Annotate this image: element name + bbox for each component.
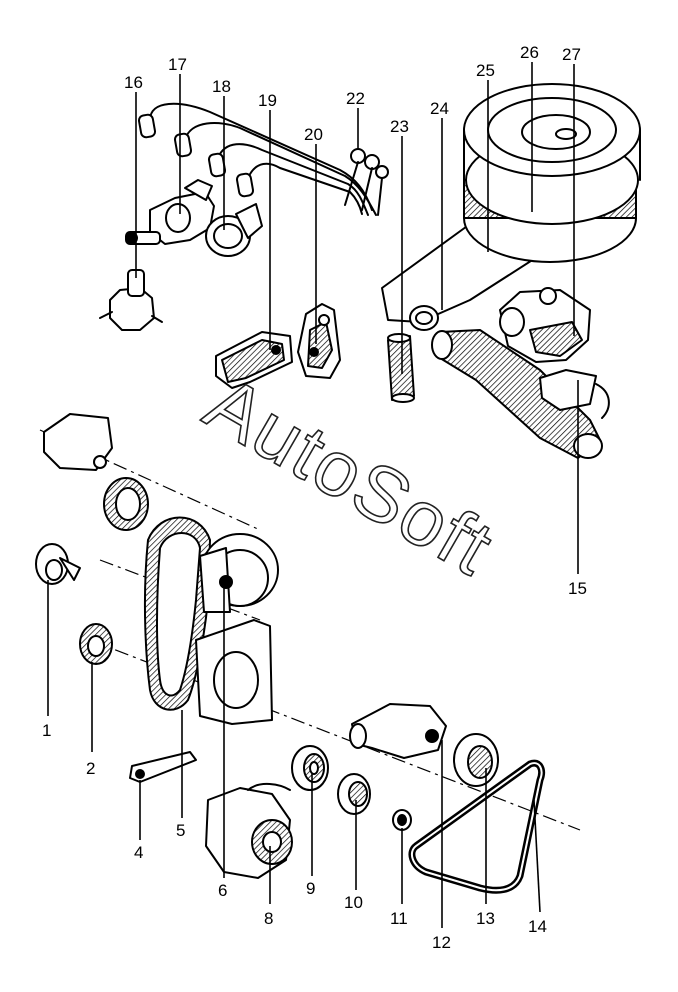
leader-lines	[47, 62, 579, 928]
distributor-part-16	[99, 269, 163, 331]
distributor-cap-18	[205, 203, 263, 257]
water-pump-12	[349, 703, 447, 759]
pulley-9	[291, 745, 329, 791]
callout-26: 26	[520, 43, 539, 62]
callout-23: 23	[390, 117, 409, 136]
callout-22: 22	[346, 89, 365, 108]
intake-hose-15	[431, 329, 610, 459]
callout-27: 27	[562, 45, 581, 64]
idler-1	[35, 543, 81, 585]
callout-17: 17	[168, 55, 187, 74]
camshaft-sprocket	[103, 477, 149, 531]
callout-11: 11	[390, 909, 408, 928]
callout-24: 24	[430, 99, 449, 118]
callout-14: 14	[528, 917, 547, 936]
callout-5: 5	[176, 821, 185, 840]
callout-19: 19	[258, 91, 277, 110]
mount-bracket-upper	[43, 413, 113, 471]
nut-11	[392, 809, 412, 831]
callout-16: 16	[124, 73, 143, 92]
callout-9: 9	[306, 879, 315, 898]
air-cleaner-cover-26	[463, 83, 641, 225]
spring-hose-23	[387, 333, 415, 403]
callout-12: 12	[432, 933, 451, 952]
bracket-20	[297, 303, 341, 379]
callout-1: 1	[42, 721, 51, 740]
carburetor-27	[499, 287, 591, 363]
callout-8: 8	[264, 909, 273, 928]
bracket-arm-4	[129, 751, 197, 783]
callout-25: 25	[476, 61, 495, 80]
distributor-part-17	[125, 179, 215, 245]
callout-10: 10	[344, 893, 363, 912]
callout-4: 4	[134, 843, 143, 862]
ignition-wires	[137, 102, 377, 216]
alternator-8	[205, 783, 293, 879]
tensioner-6	[199, 533, 279, 613]
callout-13: 13	[476, 909, 495, 928]
pulley-10	[337, 773, 371, 815]
callout-18: 18	[212, 77, 231, 96]
callout-labels: 1 2 4 5 6 8 9 10 11 12 13 14 15 16 17 18…	[42, 43, 587, 952]
pump-pulley-13	[453, 733, 499, 787]
connector-22	[344, 148, 389, 216]
callout-15: 15	[568, 579, 587, 598]
callout-6: 6	[218, 881, 227, 900]
timing-cover-plate	[195, 619, 273, 725]
callout-20: 20	[304, 125, 323, 144]
timing-belt-5	[143, 516, 211, 711]
bracket-19	[215, 331, 293, 389]
callout-2: 2	[86, 759, 95, 778]
v-belt-14	[408, 759, 546, 894]
crank-sprocket-2	[79, 623, 113, 665]
